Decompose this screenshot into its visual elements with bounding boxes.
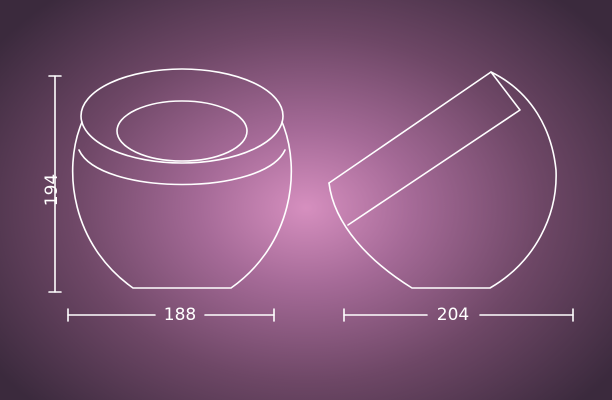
front-width-dimension: 188 — [67, 305, 275, 325]
side-view-top-panel — [328, 71, 521, 226]
front-view-shade-band — [78, 149, 286, 186]
side-width-dimension: 204 — [343, 305, 574, 325]
side-width-dimension-label: 204 — [437, 305, 469, 325]
side-view-body-outline — [328, 71, 557, 289]
front-width-dimension-label: 188 — [164, 305, 196, 325]
front-view-top-rim — [80, 68, 284, 164]
front-view — [71, 68, 293, 289]
height-dimension-label: 194 — [42, 174, 62, 206]
front-view-body-outline — [71, 121, 293, 289]
side-view — [328, 71, 557, 289]
front-view-inner-recess — [116, 100, 248, 162]
height-dimension: 194 — [42, 75, 62, 293]
